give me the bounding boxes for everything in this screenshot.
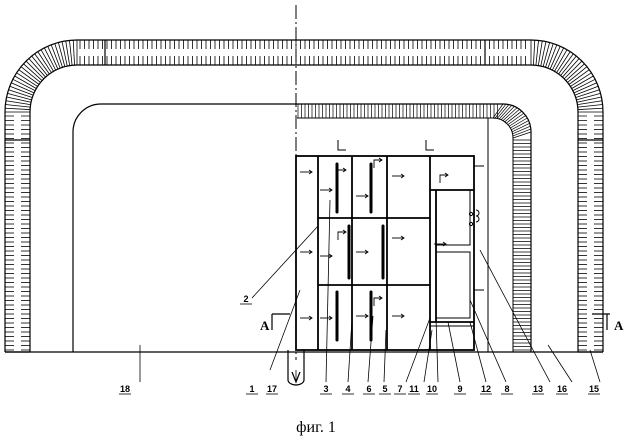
figure-caption: фиг. 1 bbox=[296, 419, 336, 436]
ref-numeral-11: 11 bbox=[409, 384, 419, 394]
ref-numeral-12: 12 bbox=[481, 384, 491, 394]
ref-numeral-5: 5 bbox=[382, 384, 387, 394]
module-frame bbox=[296, 156, 474, 350]
ref-numeral-13: 13 bbox=[533, 384, 543, 394]
ref-numeral-3: 3 bbox=[323, 384, 328, 394]
detail-marks bbox=[338, 140, 484, 290]
ref-numeral-16: 16 bbox=[557, 384, 567, 394]
ref-numeral-1: 1 bbox=[249, 384, 254, 394]
ref-numeral-7: 7 bbox=[397, 384, 402, 394]
reference-numerals: 1234567891011121315161718 bbox=[119, 294, 600, 394]
ref-numeral-8: 8 bbox=[504, 384, 509, 394]
ref-numeral-9: 9 bbox=[457, 384, 462, 394]
section-label-left: A bbox=[260, 318, 270, 333]
ref-numeral-2: 2 bbox=[243, 294, 248, 304]
ref-numeral-6: 6 bbox=[366, 384, 371, 394]
section-label-right: A bbox=[614, 318, 624, 333]
ref-numeral-15: 15 bbox=[589, 384, 599, 394]
section-marker-left bbox=[272, 314, 290, 330]
flow-arrows bbox=[300, 158, 448, 320]
ref-numeral-18: 18 bbox=[120, 384, 130, 394]
ref-numeral-17: 17 bbox=[267, 384, 277, 394]
ref-numeral-4: 4 bbox=[345, 384, 350, 394]
lining-hatching bbox=[298, 104, 531, 350]
ref-numeral-10: 10 bbox=[427, 384, 437, 394]
